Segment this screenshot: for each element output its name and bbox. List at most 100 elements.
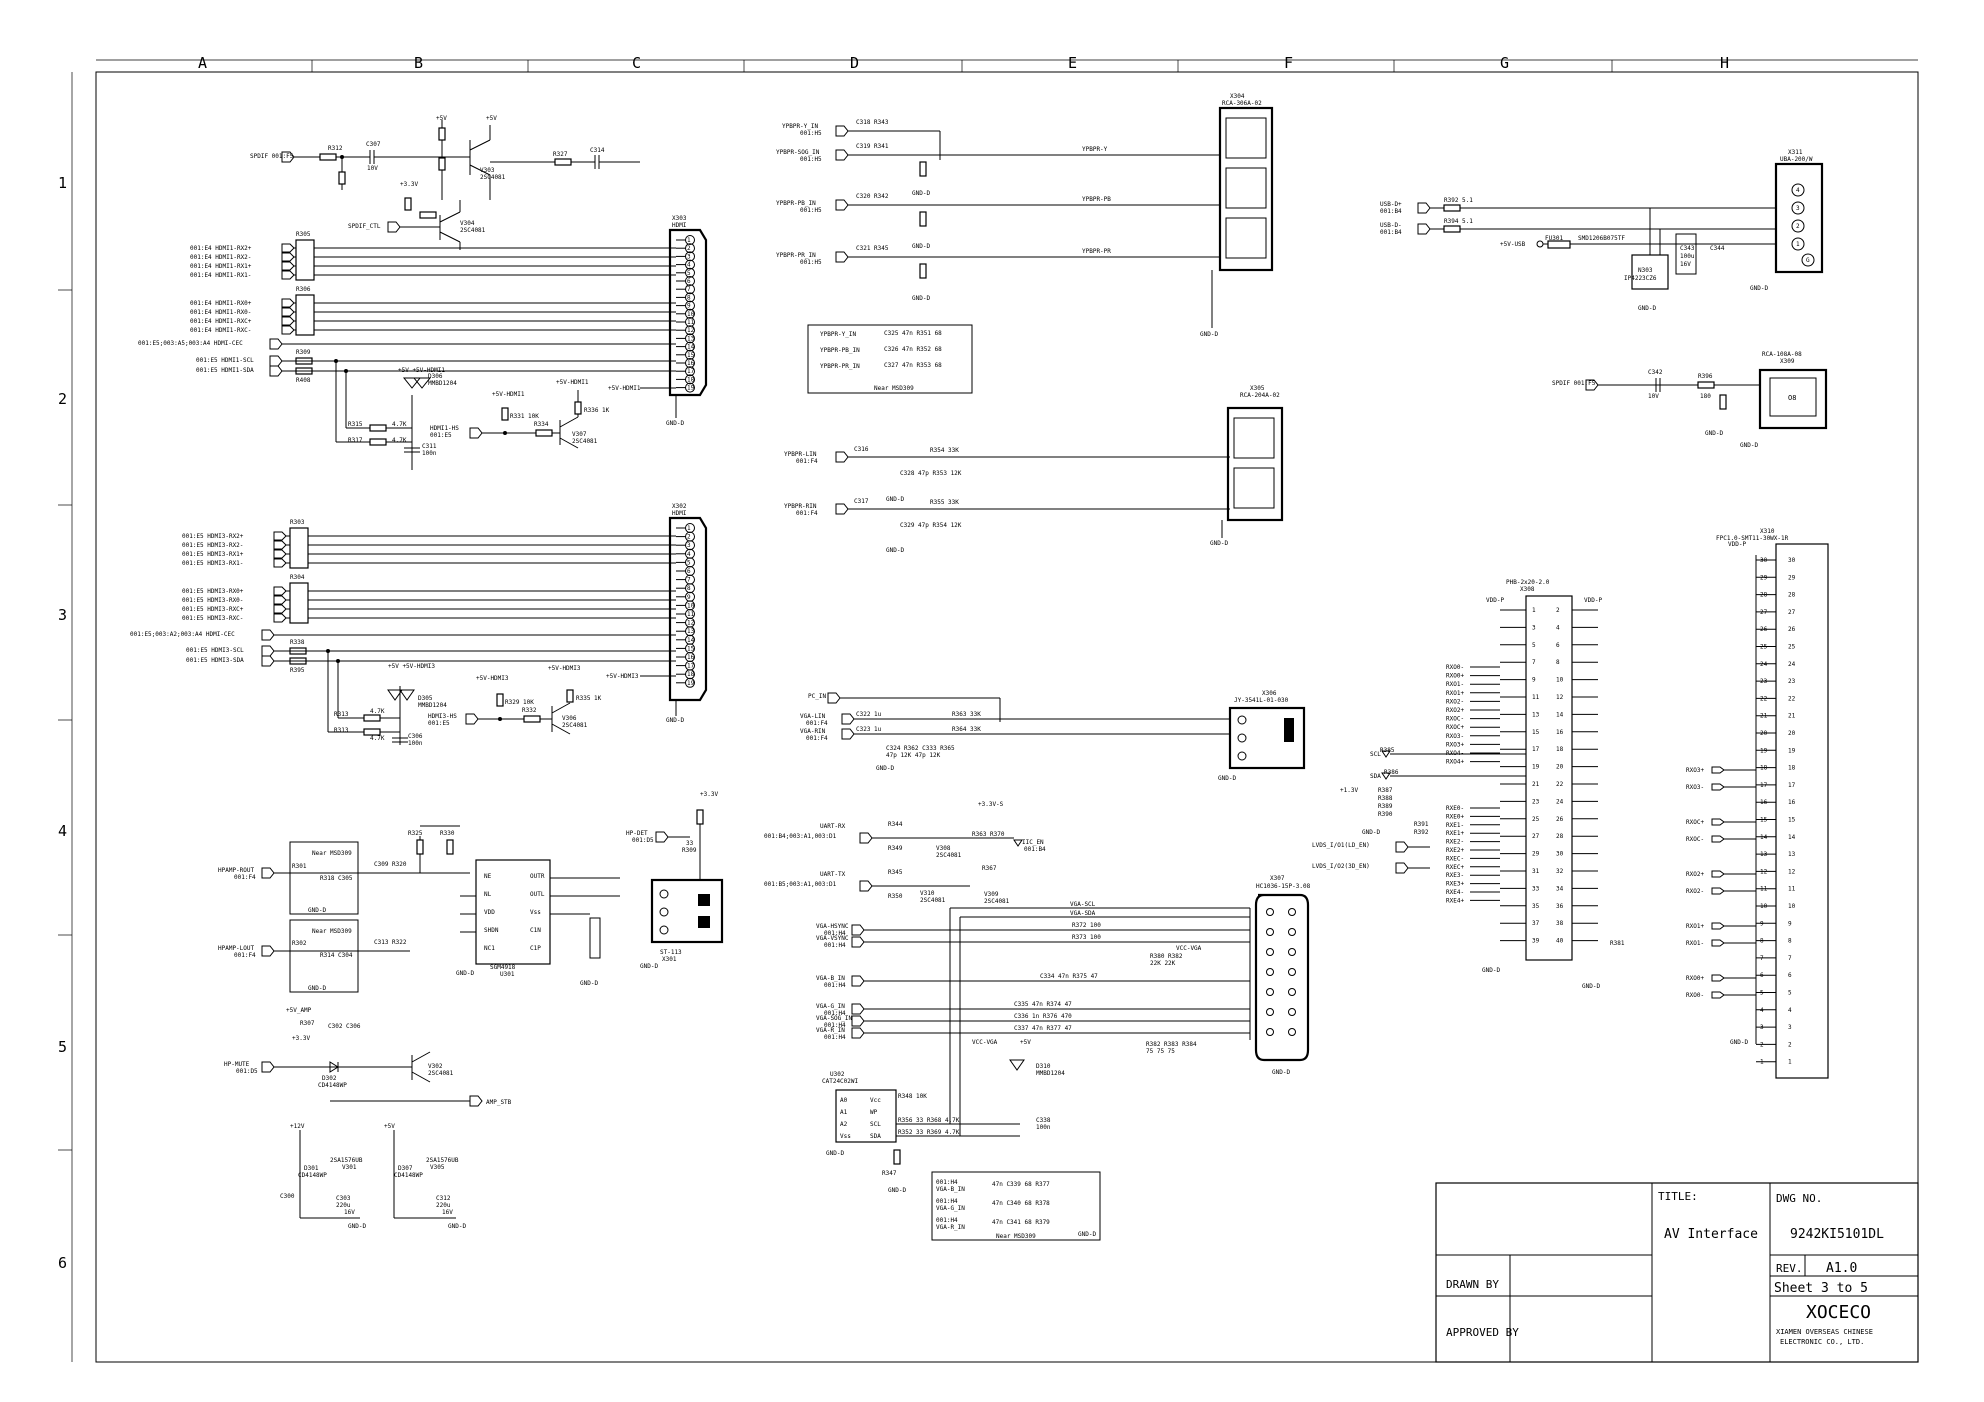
x304-type: RCA-306A-02 bbox=[1222, 100, 1262, 107]
ypbpr-inputs: YPBPR-Y_IN 001:H5 YPBPR-SOG_IN 001:H5 YP… bbox=[776, 119, 1220, 302]
svg-text:GND-D: GND-D bbox=[580, 980, 598, 987]
svg-text:16: 16 bbox=[1556, 729, 1564, 736]
x310-ref: X310 bbox=[1760, 528, 1775, 535]
svg-text:C317: C317 bbox=[854, 498, 869, 505]
svg-text:75 75 75: 75 75 75 bbox=[1146, 1048, 1175, 1055]
approved-by-label: APPROVED BY bbox=[1446, 1326, 1519, 1339]
svg-text:+3.3V-S: +3.3V-S bbox=[978, 801, 1004, 808]
svg-text:001:B5;003:A1,003:D1: 001:B5;003:A1,003:D1 bbox=[764, 881, 837, 888]
svg-text:R329 10K: R329 10K bbox=[505, 699, 534, 706]
fpc-signal: RXO0- bbox=[1686, 992, 1704, 999]
svg-text:YPBPR-PB_IN: YPBPR-PB_IN bbox=[820, 347, 860, 354]
svg-text:16: 16 bbox=[687, 360, 695, 367]
x308-type: PHB-2x20-2.0 bbox=[1506, 579, 1550, 586]
fpc-pin-number: 9 bbox=[1788, 920, 1792, 927]
svg-text:001:H4: 001:H4 bbox=[936, 1217, 958, 1224]
net-vga-scl: VGA-SCL bbox=[1070, 901, 1096, 908]
d302-ref: D302 bbox=[322, 1075, 337, 1082]
svg-text:GND-D: GND-D bbox=[1740, 442, 1758, 449]
svg-text:GND-D: GND-D bbox=[876, 765, 894, 772]
lvds-signal: RXE2+ bbox=[1446, 847, 1464, 854]
v301-ref: V301 bbox=[342, 1164, 357, 1171]
svg-text:HDMI3-HS: HDMI3-HS bbox=[428, 713, 457, 720]
sheet-frame bbox=[58, 59, 1919, 1363]
svg-text:R312: R312 bbox=[328, 145, 343, 152]
svg-text:R363 33K: R363 33K bbox=[952, 711, 981, 718]
svg-text:001:H4: 001:H4 bbox=[824, 942, 846, 949]
svg-text:+5V: +5V bbox=[436, 115, 447, 122]
net-lvds-3d-en: LVDS_I/O2(3D_EN) bbox=[1312, 863, 1370, 870]
net-ypbpr-pb-in: YPBPR-PB_IN bbox=[776, 200, 816, 207]
v305-part: 2SA1576UB bbox=[426, 1157, 459, 1164]
fpc-pin-number: 27 bbox=[1788, 609, 1796, 616]
svg-text:14: 14 bbox=[687, 637, 695, 644]
svg-text:8: 8 bbox=[1556, 659, 1560, 666]
svg-text:C312: C312 bbox=[436, 1195, 451, 1202]
net-spdif-ctl: SPDIF_CTL bbox=[348, 223, 381, 230]
svg-text:C324 R362 C333 R365: C324 R362 C333 R365 bbox=[886, 745, 955, 752]
svg-text:R332: R332 bbox=[522, 707, 537, 714]
net-iic-en: IIC_EN bbox=[1022, 839, 1044, 846]
svg-text:47n C339 68 R377: 47n C339 68 R377 bbox=[992, 1181, 1050, 1188]
svg-text:C309 R320: C309 R320 bbox=[374, 861, 407, 868]
svg-text:VDD: VDD bbox=[484, 909, 495, 916]
svg-text:3: 3 bbox=[687, 253, 691, 260]
net-ypbpr-rin: YPBPR-RIN bbox=[784, 503, 817, 510]
d310-ref: D310 bbox=[1036, 1063, 1051, 1070]
hdmi3-hotplug: HDMI3-HS 001:E5 R329 10K R332 R335 1K V3… bbox=[428, 665, 676, 735]
svg-text:C325 47n R351 68: C325 47n R351 68 bbox=[884, 330, 942, 337]
lvds-signal: RXO4+ bbox=[1446, 759, 1464, 766]
svg-text:G: G bbox=[1806, 257, 1810, 264]
x311-ref: X311 bbox=[1788, 149, 1803, 156]
d305-ref: D305 bbox=[418, 695, 433, 702]
svg-text:Near MSD309: Near MSD309 bbox=[996, 1233, 1036, 1240]
col-h: H bbox=[1720, 54, 1729, 72]
company-name-2: ELECTRONIC CO., LTD. bbox=[1780, 1338, 1864, 1346]
svg-text:R382 R383 R384: R382 R383 R384 bbox=[1146, 1041, 1197, 1048]
svg-text:GND-D: GND-D bbox=[1210, 540, 1228, 547]
svg-text:GND-D: GND-D bbox=[826, 1150, 844, 1157]
fpc-pin-number: 20 bbox=[1788, 730, 1796, 737]
svg-text:+12V: +12V bbox=[290, 1123, 305, 1130]
net-vga-sda: VGA-SDA bbox=[1070, 910, 1096, 917]
svg-text:+5V: +5V bbox=[384, 1123, 395, 1130]
net-label: 001:E5 HDMI3-RXC- bbox=[182, 615, 243, 622]
vga-termination-box: 001:H4 VGA-B_IN 001:H4 VGA-G_IN 001:H4 V… bbox=[931, 1171, 1101, 1241]
fpc-pin-number: 25 bbox=[1788, 644, 1796, 651]
svg-text:22: 22 bbox=[1556, 781, 1564, 788]
svg-text:4.7K: 4.7K bbox=[392, 421, 407, 428]
svg-text:180: 180 bbox=[1700, 393, 1711, 400]
net-label: 001:E5 HDMI3-RX2- bbox=[182, 542, 243, 549]
hdmi1-diff-pairs: 001:E4 HDMI1-RX2+001:E4 HDMI1-RX2-001:E4… bbox=[190, 243, 676, 335]
title-label: TITLE: bbox=[1658, 1190, 1698, 1203]
fpc-pin-number: 17 bbox=[1788, 782, 1796, 789]
svg-text:Vss: Vss bbox=[840, 1133, 851, 1140]
lvds-signal: RXE4- bbox=[1446, 889, 1464, 896]
svg-text:001:H4: 001:H4 bbox=[824, 1010, 846, 1017]
svg-text:R303: R303 bbox=[290, 519, 305, 526]
d307-part: CD4148WP bbox=[394, 1172, 423, 1179]
svg-text:VGA-R_IN: VGA-R_IN bbox=[936, 1224, 965, 1231]
svg-text:16: 16 bbox=[687, 654, 695, 661]
svg-text:001:B4;003:A1,003:D1: 001:B4;003:A1,003:D1 bbox=[764, 833, 837, 840]
vga-connector-x307: X307 HC1036-15P-3.08 GND-D bbox=[1249, 875, 1311, 1076]
fpc-pin-number: 2 bbox=[1788, 1041, 1792, 1048]
svg-text:R390: R390 bbox=[1378, 811, 1393, 818]
vga-inputs: VGA-HSYNC 001:H4 VGA-VSYNC 001:H4 R372 1… bbox=[816, 901, 1250, 1077]
svg-text:4: 4 bbox=[1796, 187, 1800, 194]
fpc-signal: RXO3- bbox=[1686, 784, 1704, 791]
svg-text:001:H5: 001:H5 bbox=[800, 259, 822, 266]
lvds-signal: RXE4+ bbox=[1446, 897, 1464, 904]
svg-text:4.7K: 4.7K bbox=[370, 735, 385, 742]
svg-text:GND-D: GND-D bbox=[348, 1223, 366, 1230]
net-ypbpr-lin: YPBPR-LIN bbox=[784, 451, 817, 458]
fpc-signal: RXOC- bbox=[1686, 836, 1704, 843]
svg-text:C319 R341: C319 R341 bbox=[856, 143, 889, 150]
svg-text:14: 14 bbox=[1556, 711, 1564, 718]
col-c: C bbox=[632, 54, 641, 72]
svg-text:R313: R313 bbox=[334, 711, 349, 718]
svg-text:16V: 16V bbox=[344, 1209, 355, 1216]
svg-text:R386: R386 bbox=[1384, 769, 1399, 776]
svg-text:4.7K: 4.7K bbox=[392, 437, 407, 444]
svg-text:R304: R304 bbox=[290, 574, 305, 581]
